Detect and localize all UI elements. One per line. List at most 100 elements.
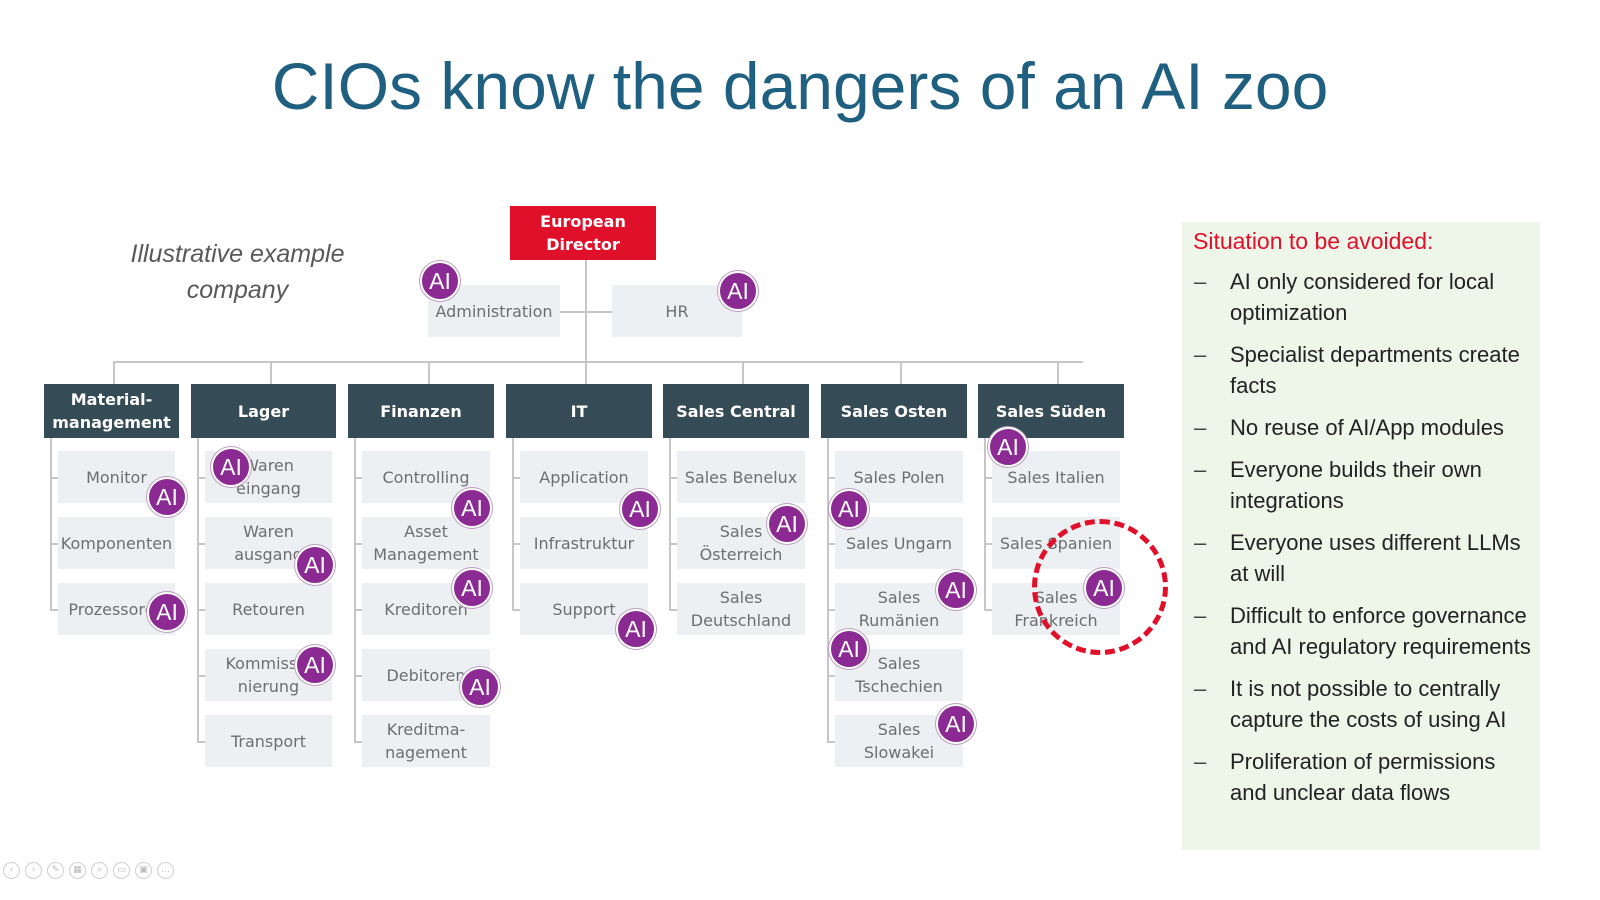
unit-salesdeutschland-text: Deutschland (690, 611, 792, 630)
slide-title: CIOs know the dangers of an AI zoo (271, 49, 1329, 123)
unit-salesosterreich-text: Österreich (699, 545, 783, 564)
pen-icon[interactable]: ✎ (47, 862, 64, 879)
ai-badge: AI (147, 592, 187, 632)
slides-icon[interactable]: ▦ (69, 862, 86, 879)
connector-line (354, 543, 362, 545)
situation-item-text: No reuse of AI/App modules (1230, 415, 1504, 440)
bullet-dash: – (1194, 603, 1207, 628)
unit-salestschechien-text: Sales (877, 654, 921, 673)
subtitle-icon[interactable]: ▭ (113, 862, 130, 879)
situation-item-text: AI only considered for local optimizatio… (1230, 269, 1495, 325)
panel-heading: Situation to be avoided: (1193, 228, 1434, 254)
next-icon[interactable]: › (25, 862, 42, 879)
unit-kreditma-nagement-text: Kreditma- (386, 720, 466, 739)
situation-item: –Proliferation of permissions and unclea… (1182, 746, 1540, 808)
ai-badge: AI (936, 704, 976, 744)
connector-line (827, 477, 835, 479)
highlight-circle (1032, 519, 1168, 655)
unit-komponenten: Komponenten (58, 517, 175, 569)
camera-icon[interactable]: ▣ (135, 862, 152, 879)
unit-sales-ungarn-text: Sales Ungarn (846, 533, 952, 553)
connector-line (585, 361, 587, 384)
ai-badge: AI (988, 427, 1028, 467)
connector-line (827, 609, 835, 611)
unit-sales-benelux-text: Sales Benelux (684, 467, 798, 487)
ai-badge: AI (620, 489, 660, 529)
ai-badge: AI (211, 447, 251, 487)
unit-support: Support (520, 583, 648, 635)
unit-application-text: Application (539, 467, 629, 487)
situation-item-text: It is not possible to centrally capture … (1230, 676, 1507, 732)
bullet-dash: – (1194, 749, 1207, 774)
ai-badge: AI (718, 271, 758, 311)
unit-assetmanagement-text: Asset (404, 522, 448, 541)
department-material-management: Material-management (44, 384, 179, 438)
connector-line (197, 675, 205, 677)
department-sales-osten-text: Sales Osten (840, 401, 948, 421)
connector-line (900, 361, 902, 384)
connector-line (827, 438, 829, 741)
prev-icon[interactable]: ‹ (3, 862, 20, 879)
department-sales-central: Sales Central (663, 384, 809, 438)
bullet-dash: – (1194, 676, 1207, 701)
connector-line (512, 609, 520, 611)
connector-line (669, 609, 677, 611)
connector-line (113, 361, 115, 384)
unit-debitoren-text: Debitoren (386, 665, 466, 685)
director-box-text: European (540, 212, 626, 231)
situation-list: –AI only considered for local optimizati… (1182, 266, 1540, 819)
connector-line (354, 609, 362, 611)
bullet-dash: – (1194, 457, 1207, 482)
situation-item: –Everyone uses different LLMs at will (1182, 527, 1540, 589)
situation-item: –Everyone builds their own integrations (1182, 454, 1540, 516)
more-icon[interactable]: … (157, 862, 174, 879)
connector-line (428, 361, 430, 384)
connector-line (512, 477, 520, 479)
connector-line (827, 543, 835, 545)
ai-badge: AI (147, 477, 187, 517)
bullet-dash: – (1194, 269, 1207, 294)
unit-wareneingang-text: eingang (236, 479, 301, 498)
connector-line (354, 438, 356, 741)
connector-line (1057, 361, 1059, 384)
department-material-management-text: management (52, 413, 171, 432)
connector-line (984, 438, 986, 609)
department-it: IT (506, 384, 652, 438)
unit-sales-italien-text: Sales Italien (1007, 467, 1105, 487)
connector-line (669, 543, 677, 545)
staff-hr: HR (612, 285, 742, 337)
connector-line (113, 361, 1083, 363)
unit-kommissionierung-text: Kommissio (225, 654, 312, 673)
situation-item: –Specialist departments create facts (1182, 339, 1540, 401)
unit-warenausgang-text: ausgang (234, 545, 303, 564)
unit-warenausgang-text: Waren (243, 522, 294, 541)
connector-line (270, 361, 272, 384)
ai-badge: AI (295, 545, 335, 585)
ai-badge: AI (829, 489, 869, 529)
connector-line (827, 741, 835, 743)
unit-retouren-text: Retouren (232, 599, 305, 619)
unit-wareneingang-text: Waren (243, 456, 294, 475)
situation-item-text: Everyone builds their own integrations (1230, 457, 1482, 513)
situation-item: –No reuse of AI/App modules (1182, 412, 1540, 443)
ai-badge: AI (460, 667, 500, 707)
unit-monitor-text: Monitor (86, 467, 147, 487)
department-lager: Lager (191, 384, 336, 438)
connector-line (984, 477, 992, 479)
connector-line (197, 477, 205, 479)
department-sales-suden-text: Sales Süden (995, 401, 1107, 421)
unit-salesrumanien-text: Rumänien (858, 611, 940, 630)
unit-sales-italien: Sales Italien (992, 451, 1120, 503)
unit-salesslowakei-text: Slowakei (863, 743, 935, 762)
unit-controlling-text: Controlling (382, 467, 470, 487)
connector-line (669, 438, 671, 609)
zoom-icon[interactable]: ⌕ (91, 862, 108, 879)
unit-transport: Transport (205, 715, 332, 767)
staff-administration-text: Administration (435, 301, 553, 321)
situation-item-text: Everyone uses different LLMs at will (1230, 530, 1521, 586)
director-box-text: Director (546, 235, 620, 254)
unit-salestschechien-text: Tschechien (855, 677, 943, 696)
